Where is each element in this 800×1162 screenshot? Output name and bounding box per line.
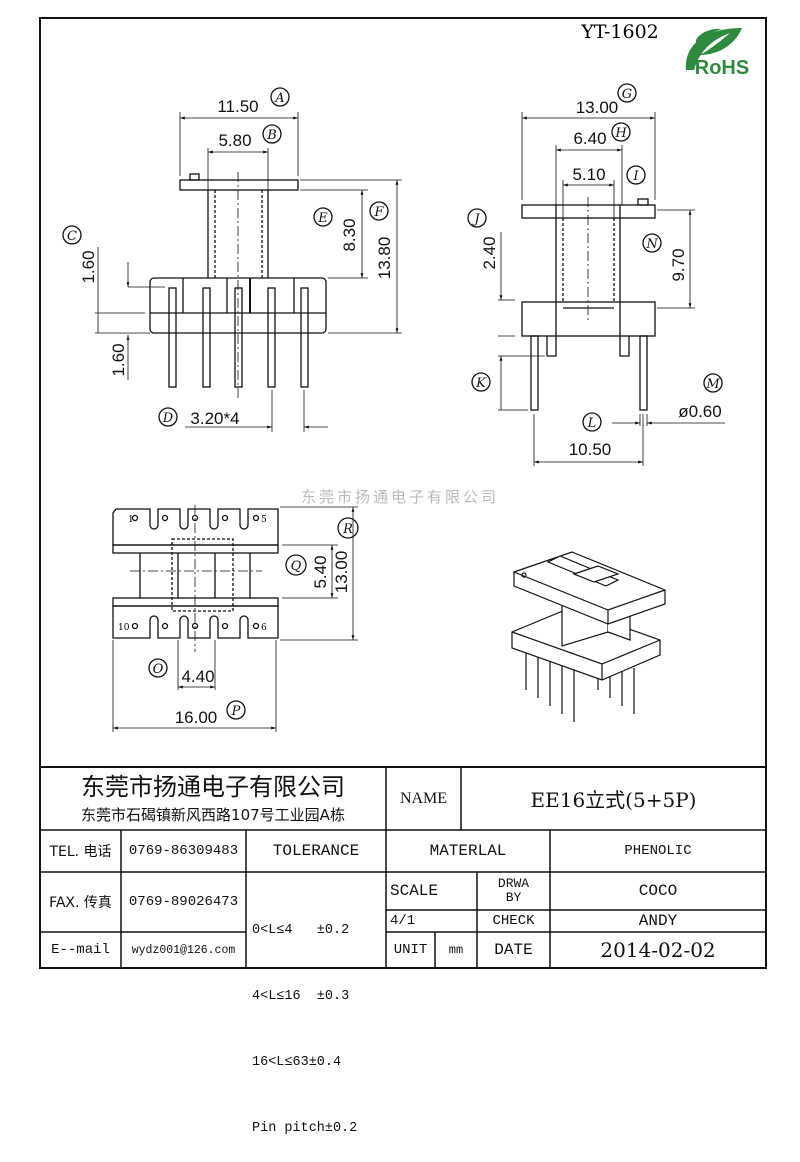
- title-block-grid: [40, 767, 766, 968]
- dim-l: 10.50: [569, 440, 612, 459]
- tolerance-rule: 16<L≤63±0.4: [252, 1055, 342, 1070]
- fax-label: FAX. 传真: [49, 895, 112, 911]
- label-f: F: [373, 205, 384, 220]
- check-label: CHECK: [492, 913, 535, 929]
- label-i: I: [632, 169, 639, 184]
- email-value: wydz001@126.com: [131, 943, 236, 957]
- email-label: E--mail: [51, 942, 110, 958]
- drawn-by-label: DRWA BY: [497, 876, 530, 905]
- unit-value: mm: [448, 943, 464, 957]
- isometric-view: [511, 551, 666, 722]
- dim-r: 13.00: [332, 551, 351, 594]
- label-e: E: [317, 211, 328, 226]
- pin-label-10: 10: [118, 623, 130, 633]
- material-value: PHENOLIC: [624, 843, 692, 859]
- label-p: P: [231, 704, 241, 719]
- dim-b: 5.80: [218, 131, 251, 150]
- part-number: YT-1602: [580, 21, 659, 43]
- rohs-text: RoHS: [695, 57, 749, 79]
- label-b: B: [266, 128, 277, 143]
- date-value: 2014-02-02: [600, 938, 716, 962]
- pin-label-6: 6: [261, 623, 267, 633]
- label-r: R: [342, 522, 353, 537]
- dim-p: 16.00: [175, 708, 218, 727]
- tolerance-rule: 0<L≤4 ±0.2: [252, 923, 350, 938]
- label-m: M: [705, 377, 720, 392]
- label-g: G: [622, 87, 632, 102]
- label-h: H: [614, 126, 627, 141]
- tolerance-rule: Pin pitch±0.2: [252, 1121, 358, 1136]
- scale-label: SCALE: [390, 882, 439, 900]
- label-n: N: [645, 237, 658, 252]
- dim-n: 9.70: [669, 248, 688, 281]
- dim-d: 3.20*4: [190, 409, 239, 428]
- company-name: 东莞市扬通电子有限公司: [81, 772, 345, 801]
- label-d: D: [162, 411, 174, 426]
- label-l: L: [587, 416, 597, 431]
- dim-c: 1.60: [79, 250, 98, 283]
- date-label: DATE: [494, 941, 533, 959]
- dim-j: 2.40: [480, 236, 499, 269]
- watermark: 东莞市扬通电子有限公司: [301, 488, 499, 506]
- tel-label: TEL. 电话: [49, 844, 112, 860]
- drawing-sheet: YT-1602 RoHS 11.50 5.80 8.30 13.80 1.60: [39, 17, 767, 969]
- name-label: NAME: [399, 789, 448, 807]
- pin-label-1: 1: [128, 515, 134, 525]
- dim-a: 11.50: [217, 97, 258, 116]
- tolerance-label: TOLERANCE: [272, 842, 360, 860]
- dim-h: 6.40: [573, 129, 606, 148]
- rohs-logo: RoHS: [685, 28, 749, 79]
- unit-label: UNIT: [393, 942, 428, 958]
- dim-m: ø0.60: [678, 402, 721, 421]
- dim-i: 5.10: [572, 165, 605, 184]
- dim-o: 4.40: [181, 667, 214, 686]
- bottom-view: [112, 505, 359, 732]
- tel-value: 0769-86309483: [128, 843, 239, 859]
- check-value: ANDY: [638, 912, 678, 930]
- pin-label-5: 5: [261, 515, 267, 525]
- label-q: Q: [291, 559, 302, 574]
- front-view: [62, 87, 402, 432]
- label-j: J: [471, 212, 480, 227]
- company-address: 东莞市石碣镇新风西路107号工业园A栋: [81, 805, 345, 824]
- label-c: C: [67, 229, 77, 244]
- dim-g: 13.00: [576, 98, 619, 117]
- part-name-value: EE16立式(5+5P): [530, 788, 697, 812]
- label-k: K: [475, 376, 487, 391]
- label-o: O: [153, 662, 164, 677]
- dim-f: 13.80: [375, 237, 394, 280]
- tolerance-rule: 4<L≤16 ±0.3: [252, 989, 350, 1004]
- material-label: MATERLAL: [429, 842, 507, 860]
- dim-c2: 1.60: [109, 343, 128, 376]
- dim-e: 8.30: [340, 218, 359, 251]
- tolerance-rules: 0<L≤4 ±0.2 4<L≤16 ±0.3 16<L≤63±0.4 Pin p…: [252, 876, 386, 1162]
- dim-q: 5.40: [311, 555, 330, 588]
- drawn-by-value: COCO: [638, 882, 678, 900]
- scale-value: 4/1: [390, 913, 416, 929]
- label-a: A: [274, 91, 284, 106]
- sheet-border: [39, 17, 767, 969]
- side-view: [467, 83, 725, 466]
- fax-value: 0769-89026473: [128, 894, 239, 910]
